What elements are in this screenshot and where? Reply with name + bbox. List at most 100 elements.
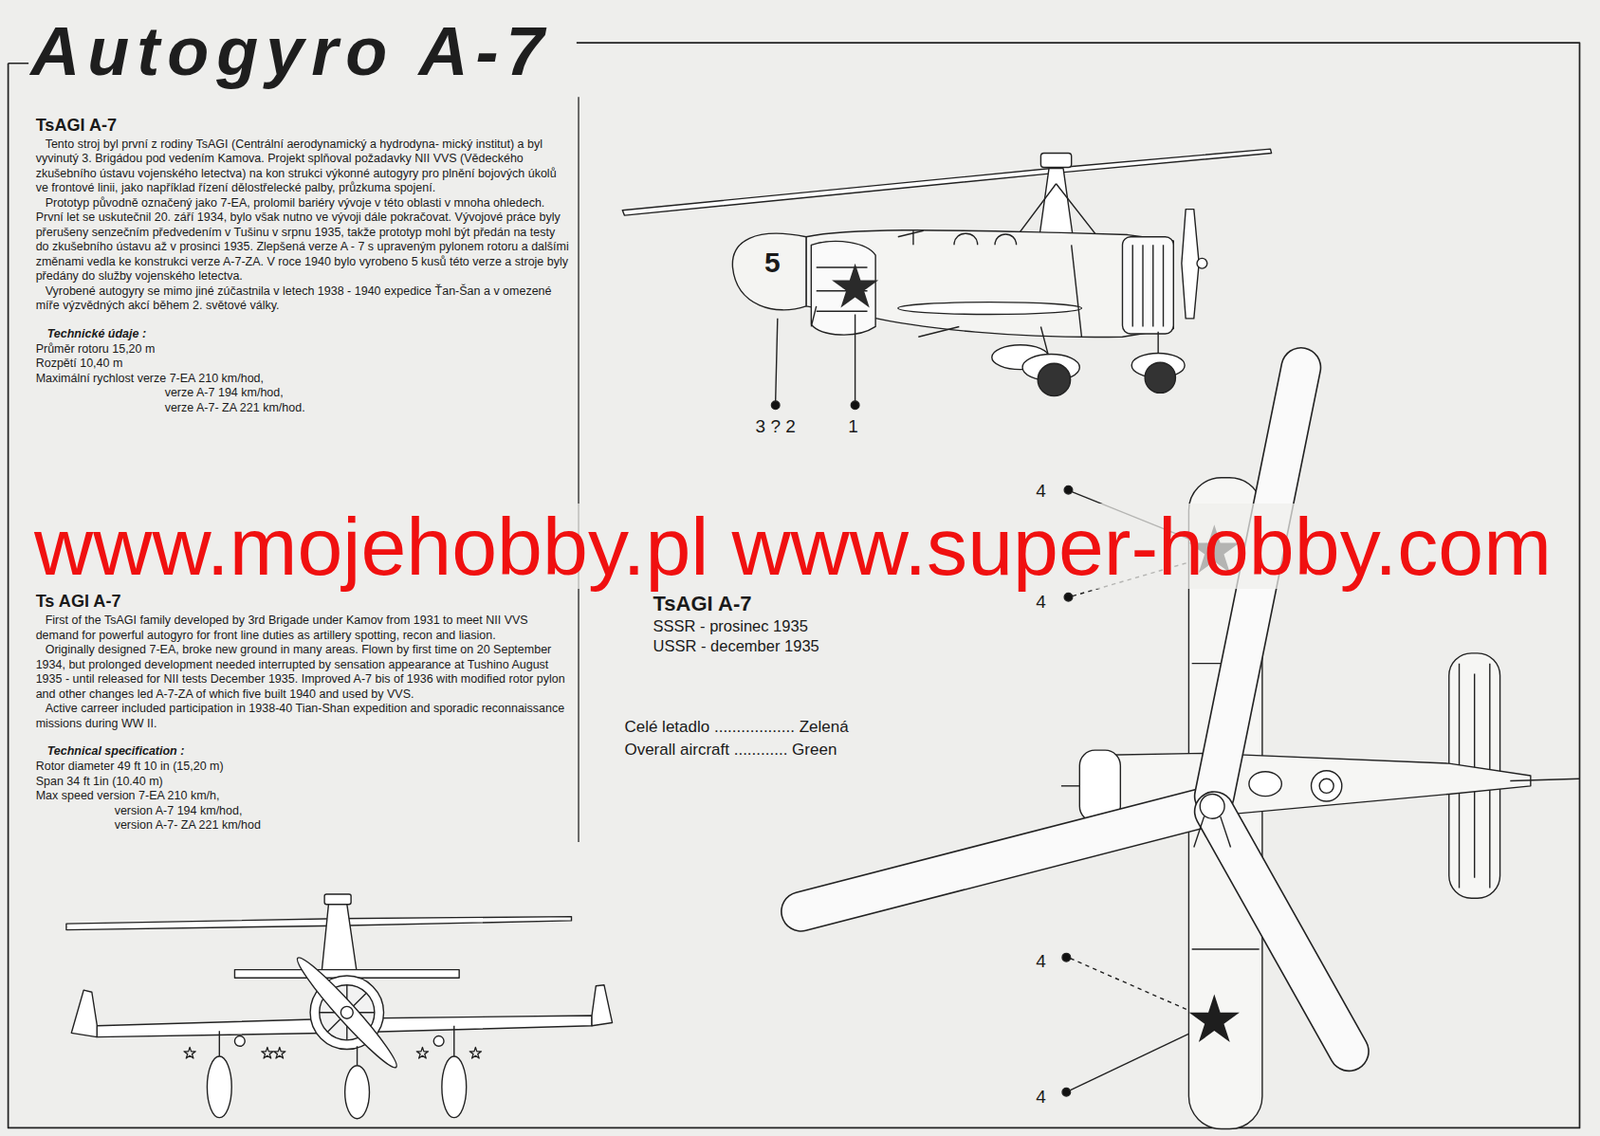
front-view bbox=[274, 1047, 286, 1059]
spec-line: version A-7- ZA 221 km/hod bbox=[36, 818, 572, 834]
label-wrap: 1 bbox=[847, 416, 859, 438]
callout-number: 1 bbox=[847, 416, 859, 438]
callout-number: 4 bbox=[1035, 591, 1047, 613]
callout-leaders bbox=[1064, 592, 1073, 602]
callout-leaders bbox=[1062, 1087, 1071, 1097]
section-heading: TsAGI A-7 bbox=[36, 115, 572, 136]
fuselage-number: 5 bbox=[764, 246, 781, 279]
callout-leaders bbox=[1070, 1029, 1200, 1091]
callout-number: 4 bbox=[1035, 1086, 1047, 1108]
plan-view bbox=[1311, 771, 1343, 802]
side-view bbox=[1121, 237, 1174, 334]
plan-view bbox=[1189, 993, 1240, 1043]
watermark: www.mojehobby.pl www.super-hobby.com bbox=[34, 503, 1552, 589]
plan-view bbox=[1509, 778, 1580, 781]
side-view bbox=[831, 263, 879, 309]
drawing-sheet bbox=[8, 42, 1581, 1129]
callout-number: 4 bbox=[1035, 951, 1047, 973]
spec-line: Rotor diameter 49 ft 10 in (15,20 m) bbox=[36, 759, 572, 775]
side-view bbox=[1132, 244, 1163, 327]
colour-note: Overall aircraft ............ Green bbox=[624, 738, 961, 761]
spec-line: Rozpětí 10,40 m bbox=[36, 356, 572, 372]
label-wrap: 4 bbox=[1035, 951, 1047, 973]
callout-leaders bbox=[1064, 485, 1073, 495]
front-view bbox=[219, 1026, 454, 1067]
front-view bbox=[291, 952, 404, 1074]
spec-line: Span 34 ft 1in (10.40 m) bbox=[36, 774, 572, 791]
version-caption: TsAGI A-7SSSR - prosinec 1935USSR - dece… bbox=[653, 591, 991, 658]
side-view bbox=[1144, 362, 1176, 393]
side-view bbox=[806, 230, 1174, 338]
front-view bbox=[591, 985, 613, 1027]
plan-view bbox=[1199, 793, 1225, 819]
side-view bbox=[622, 148, 1271, 216]
side-view bbox=[1196, 257, 1208, 269]
label-wrap: 3 ? 2 bbox=[755, 416, 796, 438]
body-text: Prototyp původně označený jako 7-EA, pro… bbox=[36, 196, 572, 285]
front-view bbox=[324, 894, 351, 905]
spec-line: verze A-7 194 km/hod, bbox=[36, 386, 572, 402]
section-heading: Ts AGI A-7 bbox=[36, 591, 572, 612]
body-text: Tento stroj byl první z rodiny TsAGI (Ce… bbox=[36, 137, 572, 197]
spec-line: Průměr rotoru 15,20 m bbox=[36, 342, 572, 358]
callout-leaders bbox=[850, 401, 860, 410]
version-date: USSR - december 1935 bbox=[653, 636, 991, 657]
front-view bbox=[261, 1047, 274, 1059]
body-text: Originally designed 7-EA, broke new grou… bbox=[36, 643, 572, 702]
side-view bbox=[918, 244, 1082, 337]
front-view bbox=[345, 1066, 370, 1120]
callout-number: 3 ? 2 bbox=[755, 416, 796, 438]
plan-view bbox=[1213, 811, 1349, 1052]
colour-note: Celé letadlo .................. Zelená bbox=[624, 716, 961, 738]
sheet-title: Autogyro A-7 bbox=[30, 12, 552, 91]
front-view bbox=[416, 1047, 428, 1059]
body-text: Vyrobené autogyry se mimo jiné zúčastnil… bbox=[36, 284, 572, 314]
spec-heading: Technické údaje : bbox=[47, 327, 572, 341]
label-wrap: 4 bbox=[1035, 591, 1047, 613]
page-frame bbox=[577, 96, 579, 843]
front-view bbox=[234, 1036, 245, 1048]
side-view bbox=[1040, 152, 1071, 167]
title-wrap: Autogyro A-7 bbox=[30, 12, 552, 91]
body-text: First of the TsAGI family developed by 3… bbox=[36, 613, 572, 644]
page-frame bbox=[8, 42, 1581, 1128]
spec-line: version A-7 194 km/hod, bbox=[36, 804, 572, 820]
english-text: Ts AGI A-7First of the TsAGI family deve… bbox=[36, 591, 572, 834]
callout-leaders bbox=[1062, 953, 1071, 962]
callout-leaders bbox=[1070, 958, 1196, 1014]
spec-line: Maximální rychlost verze 7-EA 210 km/hod… bbox=[36, 371, 572, 387]
version-heading: TsAGI A-7 bbox=[653, 591, 991, 617]
plan-view bbox=[1213, 811, 1349, 1052]
plan-view bbox=[801, 367, 1581, 1130]
front-view bbox=[433, 1036, 444, 1048]
plan-view bbox=[801, 806, 1210, 912]
watermark-wrap: www.mojehobby.pl www.super-hobby.com bbox=[34, 503, 1552, 589]
front-view bbox=[206, 1056, 232, 1119]
front-view bbox=[340, 1006, 353, 1019]
side-view bbox=[732, 233, 807, 311]
side-view bbox=[954, 233, 1017, 245]
version-date: SSSR - prosinec 1935 bbox=[653, 616, 991, 637]
plan-view bbox=[1319, 778, 1334, 793]
plan-view bbox=[1249, 772, 1282, 797]
side-view bbox=[622, 148, 1271, 396]
spec-heading: Technical specification : bbox=[47, 744, 572, 758]
side-view bbox=[810, 306, 1159, 366]
plan-view bbox=[1194, 816, 1232, 847]
side-view bbox=[1038, 168, 1074, 241]
side-view bbox=[898, 302, 1083, 315]
spec-line: Max speed version 7-EA 210 km/h, bbox=[36, 789, 572, 805]
spec-line: verze A-7- ZA 221 km/hod. bbox=[36, 401, 572, 417]
callout-leaders bbox=[771, 314, 1199, 1098]
body-text: Active carreer included participation in… bbox=[36, 701, 572, 732]
front-view bbox=[469, 1047, 481, 1059]
front-view bbox=[66, 917, 572, 931]
colour-key: Celé letadlo .................. ZelenáOv… bbox=[624, 716, 961, 761]
plan-view bbox=[1061, 785, 1080, 787]
callout-leaders bbox=[775, 314, 856, 402]
front-view bbox=[66, 894, 613, 1120]
side-view bbox=[1037, 363, 1070, 396]
callout-leaders bbox=[771, 401, 780, 410]
callout-number: 4 bbox=[1035, 480, 1047, 502]
